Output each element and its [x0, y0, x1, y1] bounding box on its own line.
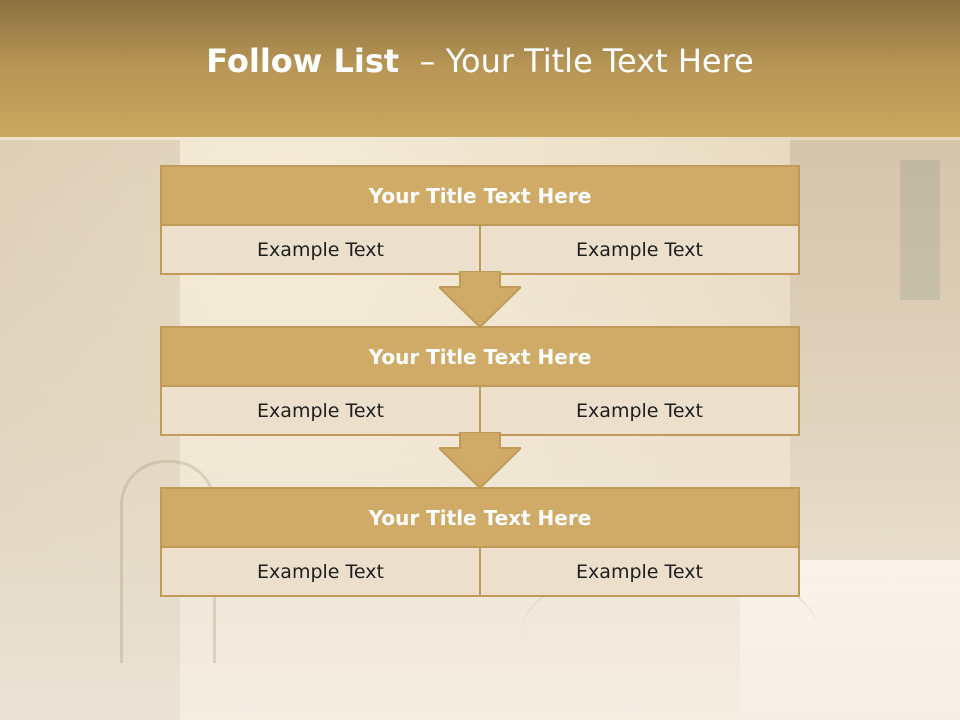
title-rest-part: – Your Title Text Here — [419, 41, 754, 80]
background-window — [900, 160, 940, 300]
step-box-1: Your Title Text Here Example Text Exampl… — [160, 165, 800, 275]
step-box-2: Your Title Text Here Example Text Exampl… — [160, 326, 800, 436]
title-bold-part: Follow List — [206, 41, 400, 80]
step-title: Your Title Text Here — [162, 328, 798, 387]
slide-header: Follow List – Your Title Text Here — [0, 0, 960, 137]
slide-title: Follow List – Your Title Text Here — [206, 42, 753, 80]
step-row: Example Text Example Text — [162, 387, 798, 434]
down-arrow-icon — [439, 271, 521, 327]
step-cell-right: Example Text — [479, 548, 798, 595]
step-cell-left: Example Text — [257, 399, 384, 422]
step-cell-left: Example Text — [257, 560, 384, 583]
step-cell-right: Example Text — [479, 226, 798, 273]
background-building — [790, 140, 960, 560]
step-cell-right: Example Text — [479, 387, 798, 434]
step-box-3: Your Title Text Here Example Text Exampl… — [160, 487, 800, 597]
step-cell-left: Example Text — [257, 238, 384, 261]
step-row: Example Text Example Text — [162, 226, 798, 273]
step-title: Your Title Text Here — [162, 489, 798, 548]
down-arrow-icon — [439, 432, 521, 488]
step-title: Your Title Text Here — [162, 167, 798, 226]
step-row: Example Text Example Text — [162, 548, 798, 595]
